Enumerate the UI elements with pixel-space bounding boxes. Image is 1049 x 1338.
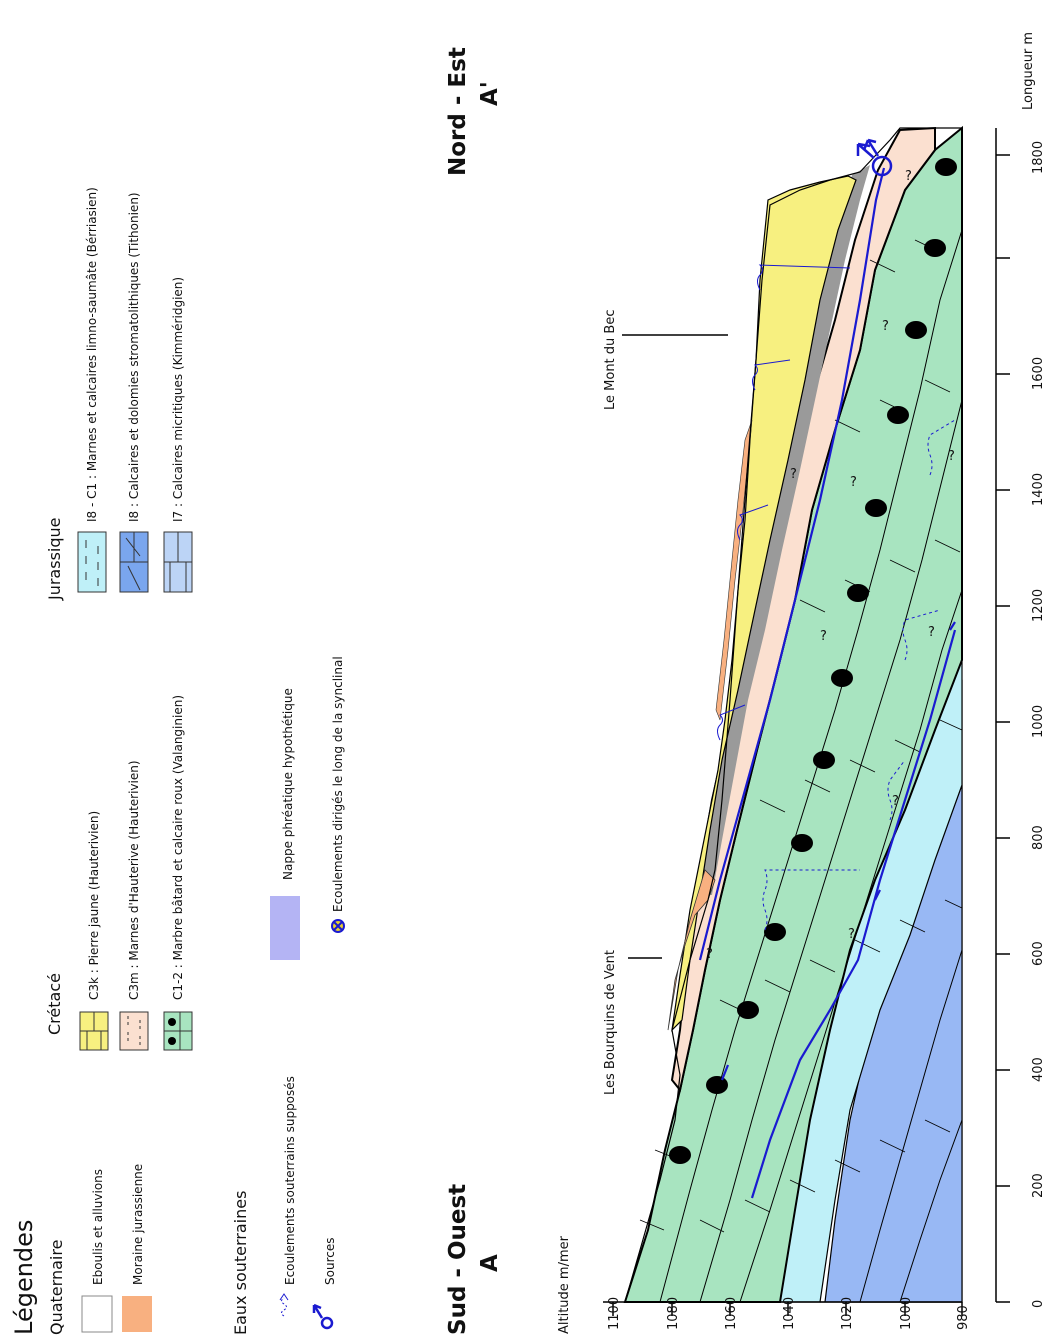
legend-heading-eaux: Eaux souterraines [231,1191,250,1335]
layer-pierre-jaune [671,175,857,1032]
place-label-bourquins: Les Bourquins de Vent [603,950,618,1095]
crossed-circle-icon [331,919,345,933]
altitude-axis-label: Altitude m/mer [557,1235,572,1334]
length-tick: 1000 [1031,705,1046,738]
length-axis: 0 200 400 600 800 1000 1200 1400 1600 18… [995,32,1046,1308]
flow-line-lower [750,629,957,1199]
question-mark: ? [820,629,827,644]
swatch-marnes-hauterive [119,1011,149,1051]
label-marbre-batard: C1-2 : Marbre bâtard et calcaire roux (V… [171,695,185,1000]
altitude-axis: Altitude m/mer 1100 1080 1060 1040 1020 … [557,1235,971,1334]
altitude-tick: 1080 [666,1297,681,1330]
question-mark: ? [848,927,855,942]
orientation-letter-right: A' [477,81,503,106]
length-tick: 1400 [1031,473,1046,506]
question-marks: ? ? ? ? ? ? ? ? ? ? [706,169,955,962]
label-nappe: Nappe phréatique hypothétique [281,688,295,880]
orientation-letter-left: A [477,1254,503,1272]
label-pierre-jaune: C3k : Pierre jaune (Hauterivien) [87,811,101,1000]
nodules [669,158,957,1164]
question-mark: ? [790,467,797,482]
label-marnes-hauterive: C3m : Marnes d'Hauterive (Hauterivien) [127,760,141,1000]
length-axis-label: Longueur m [1021,32,1036,110]
orientation-left: Sud - Ouest [445,1184,471,1335]
label-ecoulements-supposes: Ecoulements souterrains supposés [283,1076,297,1285]
swatch-pierre-jaune [79,1011,109,1051]
altitude-tick: 1100 [607,1297,622,1330]
swatch-eboulis [81,1295,113,1333]
question-mark: ? [948,449,955,464]
label-synclinal: Ecoulements dirigés le long de la syncli… [331,656,345,912]
layer-moraine [667,869,716,1031]
length-tick: 600 [1031,941,1046,966]
length-tick: 200 [1031,1173,1046,1198]
cross-section: ? ? ? ? ? ? ? ? ? ? [623,125,963,1303]
swatch-marbre-batard [163,1011,193,1051]
question-mark: ? [882,319,889,334]
place-labels: Les Bourquins de Vent Le Mont du Bec [603,310,728,1095]
question-mark: ? [928,625,935,640]
legend-heading-quaternaire: Quaternaire [47,1240,66,1335]
length-tick: 1600 [1031,357,1046,390]
orientation-right: Nord - Est [445,47,471,176]
legend: Légendes Quaternaire Eboulis et alluvion… [10,187,345,1335]
squiggle-arrow-icon [279,1293,289,1317]
altitude-tick: 980 [956,1305,971,1330]
length-tick: 1800 [1031,141,1046,174]
question-mark: ? [850,475,857,490]
swatch-kimmeridgien [163,531,193,593]
swatch-moraine [122,1296,152,1332]
layer-nappe-grise [700,165,870,895]
layer-moraine-strip [715,419,753,721]
length-tick: 1200 [1031,589,1046,622]
question-mark: ? [892,794,899,809]
legend-title: Légendes [10,1220,38,1335]
label-kimmeridgien: I7 : Calcaires micritiques (Kimméridgien… [171,277,185,522]
groundwater-flows [698,167,957,1199]
altitude-tick: 1020 [840,1297,855,1330]
altitude-tick: 1040 [782,1297,797,1330]
legend-heading-jurassique: Jurassique [45,518,64,602]
label-moraine: Moraine jurassienne [131,1164,145,1285]
label-berriasien: I8 - C1 : Marnes et calcaires limno-saum… [85,187,99,522]
length-tick: 0 [1031,1300,1046,1308]
altitude-tick: 1060 [724,1297,739,1330]
topographic-surface [624,127,962,1303]
label-tithonien: I8 : Calcaires et dolomies stromatolithi… [127,192,141,522]
spring-source-icon [856,138,893,177]
bedding-lines [659,229,963,1303]
length-tick: 800 [1031,825,1046,850]
legend-heading-cretace: Crétacé [45,973,64,1035]
question-mark: ? [706,947,713,962]
length-tick: 400 [1031,1057,1046,1082]
swatch-berriasien [77,531,107,593]
label-eboulis: Eboulis et alluvions [91,1169,105,1285]
altitude-tick: 1000 [899,1297,914,1330]
place-label-mont-du-bec: Le Mont du Bec [603,310,618,410]
swatch-tithonien [119,531,149,593]
swatch-nappe [270,896,300,960]
question-mark: ? [905,169,912,184]
label-sources: Sources [323,1238,337,1285]
spring-source-icon [312,1303,334,1330]
flow-line-upper [698,167,886,961]
